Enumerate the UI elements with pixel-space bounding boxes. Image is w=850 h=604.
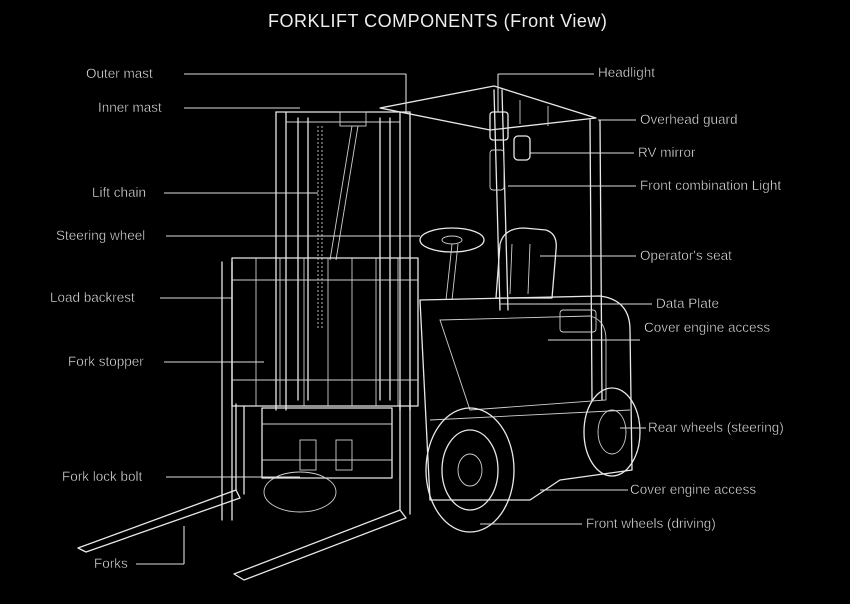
label-steering-wheel: Steering wheel <box>56 228 145 243</box>
steering-wheel <box>419 227 485 301</box>
label-headlight: Headlight <box>598 65 655 80</box>
label-rv-mirror: RV mirror <box>638 145 696 160</box>
inner-mast <box>297 111 391 401</box>
label-rear-wheels: Rear wheels (steering) <box>648 420 784 435</box>
label-data-plate: Data Plate <box>656 296 719 311</box>
label-lift-chain: Lift chain <box>92 185 146 200</box>
label-inner-mast: Inner mast <box>98 100 162 115</box>
component-labels: Outer mast Inner mast Lift chain Steerin… <box>50 65 784 571</box>
fork-carriage <box>261 407 393 479</box>
label-outer-mast: Outer mast <box>86 66 153 81</box>
rear-wheel <box>583 387 641 477</box>
label-load-backrest: Load backrest <box>50 290 135 305</box>
label-front-wheels: Front wheels (driving) <box>586 516 716 531</box>
forklift-body <box>419 295 633 501</box>
label-cover-engine-access-top: Cover engine access <box>644 320 770 335</box>
load-backrest <box>221 257 419 521</box>
label-forks: Forks <box>94 556 128 571</box>
forklift-illustration <box>77 85 641 581</box>
label-overhead-guard: Overhead guard <box>640 112 738 127</box>
forks <box>77 399 411 581</box>
label-cover-engine-access-bottom: Cover engine access <box>630 482 756 497</box>
lift-chain <box>317 125 359 330</box>
leader-lines <box>136 73 652 565</box>
label-fork-lock-bolt: Fork lock bolt <box>62 469 143 484</box>
label-front-combination-light: Front combination Light <box>640 178 781 193</box>
operators-seat <box>495 227 557 299</box>
front-wheel <box>425 407 515 533</box>
diagram-title: FORKLIFT COMPONENTS (Front View) <box>268 11 607 31</box>
label-operators-seat: Operator's seat <box>640 248 732 263</box>
headlight-assembly <box>489 111 531 191</box>
overhead-guard <box>379 85 603 401</box>
label-fork-stopper: Fork stopper <box>68 354 144 369</box>
